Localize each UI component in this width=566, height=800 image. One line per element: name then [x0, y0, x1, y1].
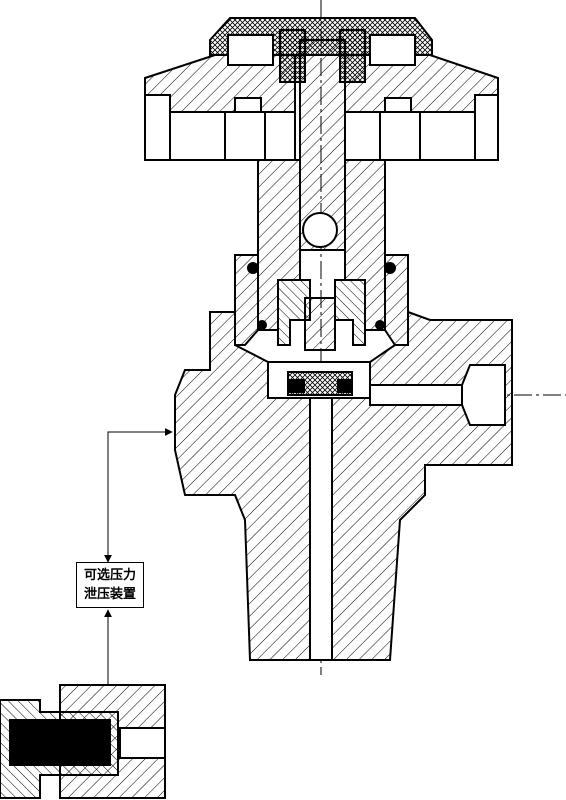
ball	[302, 212, 338, 248]
handwheel-rim-right	[474, 94, 499, 161]
handwheel	[144, 17, 499, 161]
callout-line-2: 泄压装置	[83, 587, 136, 602]
handwheel-bottom-right	[344, 111, 476, 161]
relief-device	[0, 684, 166, 799]
handwheel-bottom-left	[169, 111, 296, 161]
relief-device-callout: 可选压力 泄压装置	[76, 562, 144, 608]
valve-body	[174, 310, 513, 661]
body-left	[174, 311, 311, 661]
handwheel-rim-left	[144, 94, 171, 161]
callout-line-1: 可选压力	[83, 568, 136, 583]
valve-seat	[267, 361, 371, 399]
bonnet	[234, 159, 409, 351]
outlet-bore	[369, 364, 506, 426]
inlet-bore	[309, 397, 333, 661]
leader-lines	[104, 428, 173, 685]
valve-stem	[279, 29, 366, 251]
